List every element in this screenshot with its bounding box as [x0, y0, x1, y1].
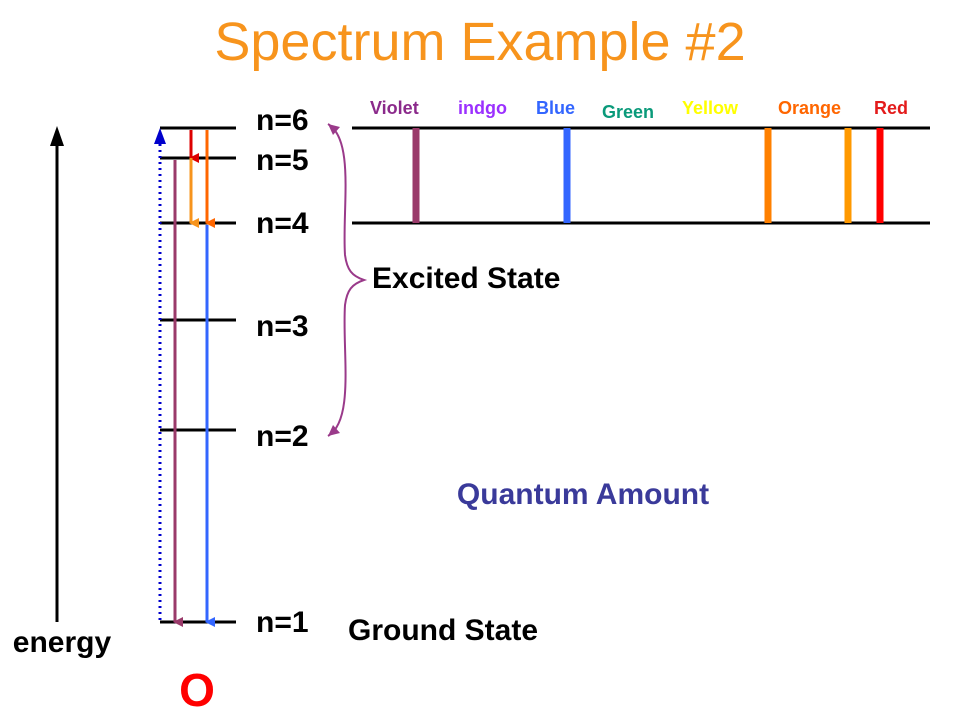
level-label-n4: n=4: [256, 207, 309, 240]
brace-bottom-arrowhead: [328, 425, 340, 436]
level-label-n2: n=2: [256, 420, 309, 453]
color-label-indgo: indgo: [458, 98, 507, 118]
color-label-green: Green: [602, 102, 654, 122]
level-label-n3: n=3: [256, 310, 309, 343]
level-label-n5: n=5: [256, 144, 309, 177]
quantum-amount-label: Quantum Amount: [457, 478, 709, 511]
energy-axis-arrowhead: [50, 126, 64, 146]
color-label-red: Red: [874, 98, 908, 118]
emission-spectrum: [352, 126, 930, 225]
brace-top-arrowhead: [328, 124, 340, 135]
energy-axis-label: energy: [13, 626, 112, 659]
atom-symbol: O: [179, 664, 215, 716]
energy-levels: n=6 n=5 n=4 n=3 n=2 n=1: [160, 104, 309, 639]
color-label-blue: Blue: [536, 98, 575, 118]
color-label-yellow: Yellow: [682, 98, 739, 118]
level-label-n1: n=1: [256, 606, 309, 639]
ground-state-label: Ground State: [348, 614, 538, 647]
excited-state-brace: [327, 123, 368, 437]
spectrum-color-labels: Violet indgo Blue Green Yellow Orange Re…: [370, 98, 908, 122]
absorption-arrowhead: [154, 128, 166, 144]
color-label-orange: Orange: [778, 98, 841, 118]
excited-state-label: Excited State: [372, 262, 560, 295]
emission-transitions: [173, 130, 215, 627]
level-label-n6: n=6: [256, 104, 309, 137]
page-title: Spectrum Example #2: [214, 12, 745, 72]
absorption-arrow: [154, 128, 166, 620]
color-label-violet: Violet: [370, 98, 419, 118]
